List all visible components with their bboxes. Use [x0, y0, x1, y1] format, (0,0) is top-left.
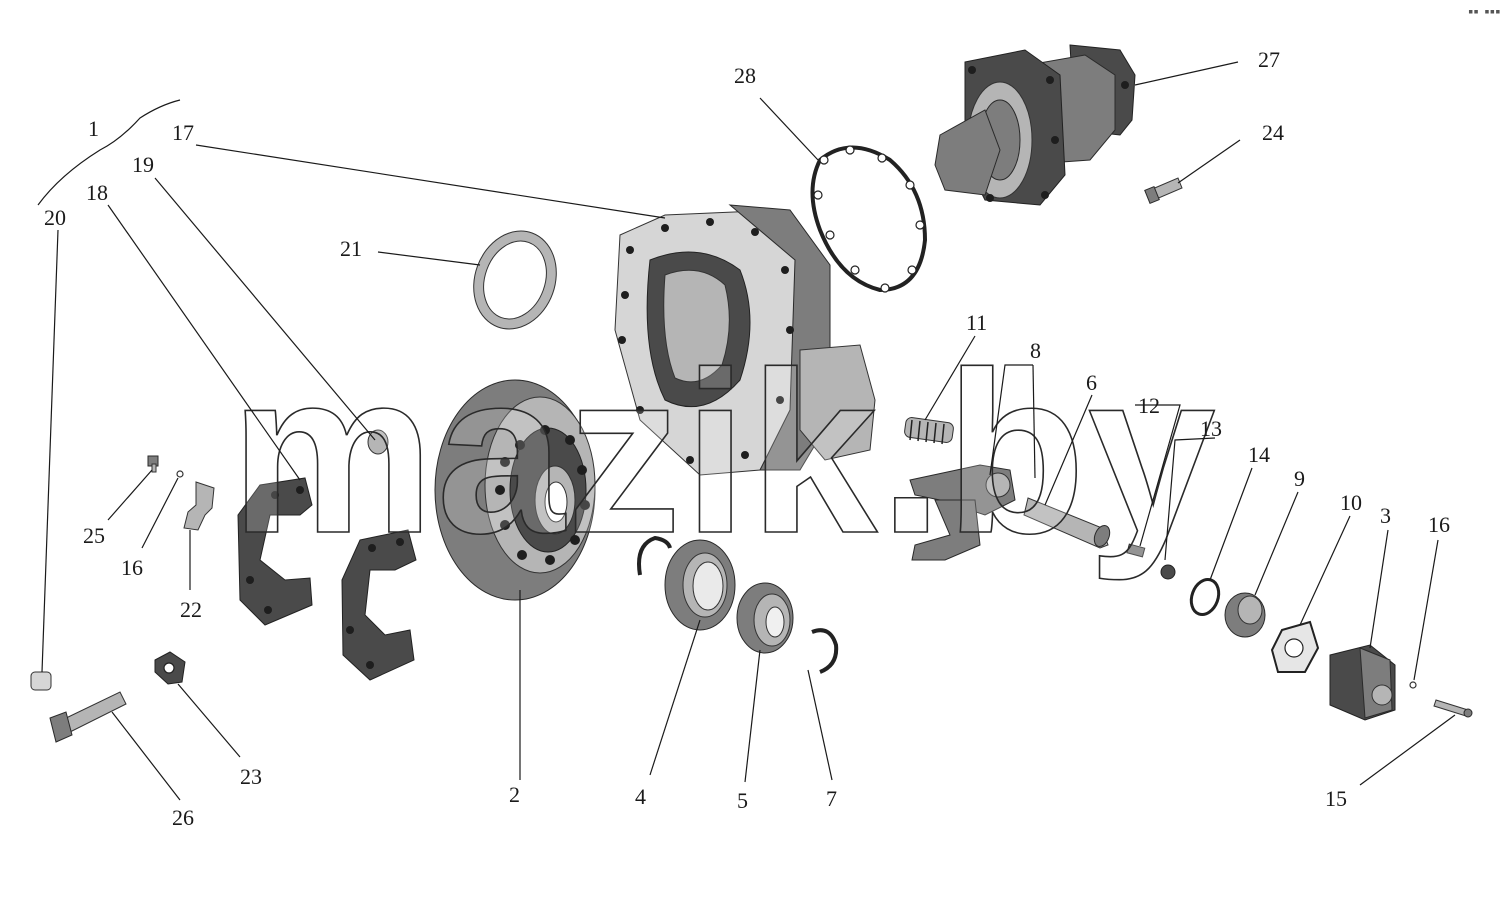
callout-28: 28 [734, 63, 756, 88]
part-15-bolt [1433, 699, 1473, 718]
part-16-washer-right [1409, 681, 1417, 689]
part-23-washer [154, 651, 186, 685]
part-13-ball [1160, 564, 1176, 580]
callout-11: 11 [966, 310, 987, 335]
callout-1: 1 [88, 116, 99, 141]
callout-3: 3 [1380, 503, 1391, 528]
callout-16-left: 16 [121, 555, 143, 580]
snap-ring-left [637, 535, 672, 576]
callout-26: 26 [172, 805, 194, 830]
part-4-sleeve [664, 539, 736, 631]
callout-25: 25 [83, 523, 105, 548]
part-18-bearing-cap-left [237, 477, 313, 626]
callout-12: 12 [1138, 393, 1160, 418]
callout-7: 7 [826, 786, 837, 811]
part-19-bushing [367, 429, 389, 455]
watermark: mazik.by [230, 324, 1218, 581]
callout-13: 13 [1200, 416, 1222, 441]
part-10-flange-gasket [1270, 620, 1320, 673]
callout-17: 17 [172, 120, 194, 145]
callout-21: 21 [340, 236, 362, 261]
part-26-long-bolt [49, 691, 127, 743]
part-12-pin [1126, 543, 1146, 558]
part-22-locking-plate [183, 481, 215, 531]
callout-22: 22 [180, 597, 202, 622]
part-7-snap-ring [811, 628, 839, 674]
part-3-chamber [1329, 644, 1396, 721]
callout-20: 20 [44, 205, 66, 230]
part-28-gasket [810, 145, 928, 293]
part-24-bolt [1144, 177, 1183, 205]
part-11-spring [904, 417, 954, 445]
part-17-carrier-housing [614, 204, 876, 476]
callout-10: 10 [1340, 490, 1362, 515]
callout-5: 5 [737, 788, 748, 813]
callout-16-right: 16 [1428, 512, 1450, 537]
part-18-bearing-cap-right [341, 529, 417, 681]
part-9-bushing [1224, 592, 1266, 638]
part-20-pin [30, 671, 52, 691]
callout-2: 2 [509, 782, 520, 807]
callout-6: 6 [1086, 370, 1097, 395]
callout-18: 18 [86, 180, 108, 205]
part-2-ring-gear [434, 379, 596, 601]
part-6-shaft [1023, 497, 1111, 549]
callout-15: 15 [1325, 786, 1347, 811]
callout-23: 23 [240, 764, 262, 789]
callout-8: 8 [1030, 338, 1041, 363]
corner-mark: ▪▪ ▪▪▪ [1468, 7, 1500, 17]
part-14-oring [1189, 578, 1221, 616]
callout-19: 19 [132, 152, 154, 177]
part-5-clutch-gear [736, 582, 794, 654]
callout-9: 9 [1294, 466, 1305, 491]
part-21-ring [473, 230, 557, 330]
part-8-shift-fork [909, 464, 1016, 561]
leader-lines [37, 61, 1456, 801]
callout-4: 4 [635, 784, 646, 809]
callout-labels: 1 2 3 4 5 6 7 8 9 10 11 12 13 14 15 16 1… [44, 47, 1450, 830]
part-16-washer-left [176, 470, 184, 478]
part-27-pinion-housing [934, 44, 1136, 206]
callout-24: 24 [1262, 120, 1284, 145]
part-25-bolt [147, 455, 159, 473]
callout-27: 27 [1258, 47, 1280, 72]
callout-14: 14 [1248, 442, 1270, 467]
